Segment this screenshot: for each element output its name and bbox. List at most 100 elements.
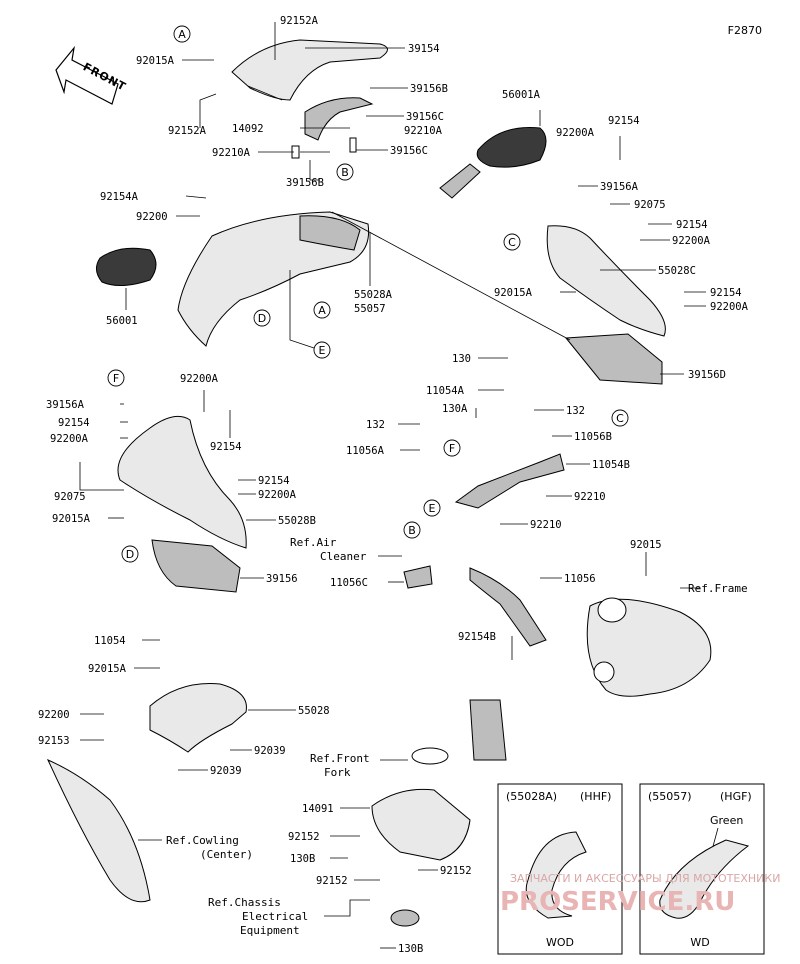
label-92210-2: 92210	[530, 519, 562, 531]
label-92152A-2: 92152A	[168, 125, 207, 137]
label-11054B: 11054B	[592, 459, 630, 471]
inset-right-variant: (HGF)	[720, 790, 752, 803]
circle-ref-d-1: D	[258, 312, 266, 325]
label-132-1: 132	[366, 419, 385, 431]
pad-39156	[151, 539, 241, 593]
label-39156: 39156	[266, 573, 298, 585]
label-92200A-4: 92200A	[50, 433, 89, 445]
circle-ref-a-2: A	[318, 304, 326, 317]
label-ref-frame: Ref.Frame	[688, 582, 748, 595]
label-39156A-1: 39156A	[600, 181, 639, 193]
label-92015A-2: 92015A	[494, 287, 533, 299]
watermark-line-2: PROSERVICE.RU	[500, 887, 735, 917]
label-92200A-5: 92200A	[180, 373, 219, 385]
label-92153: 92153	[38, 735, 70, 747]
inset-right-caption: WD	[690, 936, 709, 949]
label-92154-4: 92154	[58, 417, 90, 429]
leader-lines	[79, 22, 706, 949]
label-ref-chassis-2: Electrical	[242, 910, 308, 923]
cover-14091	[371, 788, 471, 861]
pad-39156D	[565, 333, 663, 385]
label-92200-2: 92200	[38, 709, 70, 721]
label-92152-1: 92152	[288, 831, 320, 843]
label-92152-3: 92152	[440, 865, 472, 877]
part-labels: F2870 92152A 39154 92015A 92152A 39156B …	[38, 15, 762, 955]
label-11054: 11054	[94, 635, 126, 647]
mirror-right	[476, 126, 547, 168]
circle-ref-e-2: E	[429, 502, 436, 515]
watermark-line-1: ЗАПЧАСТИ И АКСЕССУАРЫ ДЛЯ МОТОТЕХНИКИ	[510, 872, 780, 885]
label-92154A: 92154A	[100, 191, 139, 203]
label-39156C-1: 39156C	[406, 111, 444, 123]
label-92152A-top: 92152A	[280, 15, 319, 27]
label-55028B: 55028B	[278, 515, 316, 527]
label-39156B-2: 39156B	[286, 177, 324, 189]
label-39156D: 39156D	[688, 369, 726, 381]
label-55028: 55028	[298, 705, 330, 717]
label-130B-1: 130B	[290, 853, 315, 865]
label-ref-chassis-3: Equipment	[240, 924, 300, 937]
label-92210A-1: 92210A	[404, 125, 443, 137]
label-92210A-2: 92210A	[212, 147, 251, 159]
label-56001: 56001	[106, 315, 138, 327]
label-39156B-1: 39156B	[410, 83, 448, 95]
label-92200A-2: 92200A	[672, 235, 711, 247]
circle-ref-e-1: E	[319, 344, 326, 357]
label-11056C: 11056C	[330, 577, 368, 589]
label-92039-2: 92039	[210, 765, 242, 777]
label-11054A: 11054A	[426, 385, 465, 397]
windshield-bracket	[304, 97, 374, 141]
label-55057: 55057	[354, 303, 386, 315]
lower-cowl	[149, 682, 247, 753]
label-ref-air-1: Ref.Air	[290, 536, 337, 549]
upper-cowl	[177, 211, 370, 347]
label-14091: 14091	[302, 803, 334, 815]
inset-55057: (55057) (HGF) Green WD	[639, 783, 765, 955]
label-ref-cowl-2: (Center)	[200, 848, 253, 861]
circle-refs: A B C A D E F C F E B D	[107, 25, 629, 563]
side-cowl-right	[546, 225, 666, 337]
inset-left-code: (55028A)	[506, 790, 557, 803]
watermark: ЗАПЧАСТИ И АКСЕССУАРЫ ДЛЯ МОТОТЕХНИКИ PR…	[500, 872, 780, 917]
label-ref-fork-1: Ref.Front	[310, 752, 370, 765]
label-ref-cowl-1: Ref.Cowling	[166, 834, 239, 847]
label-92152-2: 92152	[316, 875, 348, 887]
label-132-2: 132	[566, 405, 585, 417]
circle-ref-f-1: F	[113, 372, 119, 385]
label-11056A: 11056A	[346, 445, 385, 457]
label-130B-2: 130B	[398, 943, 423, 955]
label-92075-1: 92075	[634, 199, 666, 211]
inset-left-caption: WOD	[546, 936, 574, 949]
label-ref-air-2: Cleaner	[320, 550, 367, 563]
label-92210-1: 92210	[574, 491, 606, 503]
label-ref-chassis-1: Ref.Chassis	[208, 896, 281, 909]
label-39154: 39154	[408, 43, 440, 55]
label-130A: 130A	[442, 403, 468, 415]
circle-ref-b-2: B	[408, 524, 416, 537]
label-55028C: 55028C	[658, 265, 696, 277]
circle-ref-d-2: D	[126, 548, 134, 561]
label-39156A-2: 39156A	[46, 399, 85, 411]
steering-stem	[469, 699, 507, 761]
label-92015A-4: 92015A	[88, 663, 127, 675]
label-92200A-1: 92200A	[556, 127, 595, 139]
label-92015A-3: 92015A	[52, 513, 91, 525]
center-cowling	[47, 759, 151, 903]
circle-ref-c-2: C	[616, 412, 624, 425]
label-ref-fork-2: Fork	[324, 766, 351, 779]
label-55028A: 55028A	[354, 289, 393, 301]
label-92200A-3: 92200A	[710, 301, 749, 313]
label-92154-1: 92154	[608, 115, 640, 127]
label-92039-1: 92039	[254, 745, 286, 757]
inset-left-variant: (HHF)	[580, 790, 611, 803]
circle-ref-f-2: F	[449, 442, 455, 455]
bracket-11054B	[454, 453, 565, 509]
inset-55028A: (55028A) (HHF) WOD	[497, 783, 623, 955]
label-92015: 92015	[630, 539, 662, 551]
label-92200A-6: 92200A	[258, 489, 297, 501]
circle-ref-c-1: C	[508, 236, 516, 249]
label-92200: 92200	[136, 211, 168, 223]
label-56001A: 56001A	[502, 89, 541, 101]
label-92154-2: 92154	[676, 219, 708, 231]
